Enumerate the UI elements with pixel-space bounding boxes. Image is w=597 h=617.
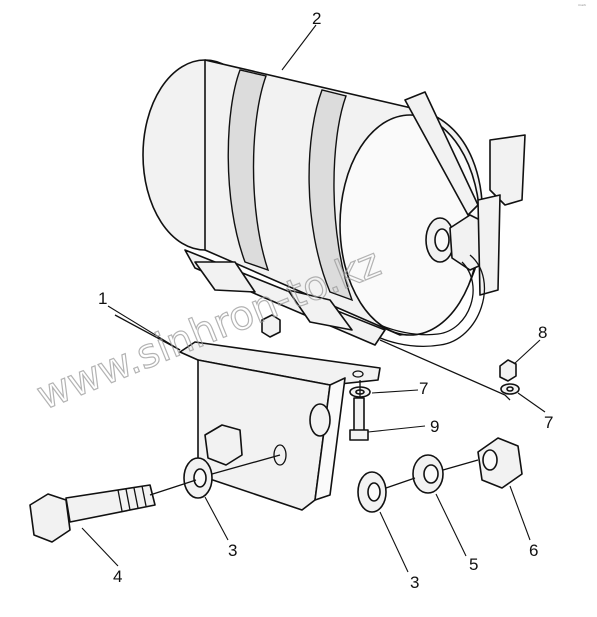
callout-4: 4 [113,567,122,586]
bracket-hole-right [273,444,287,466]
bracket-side-face [314,377,346,501]
valve-stem [477,194,501,296]
leader-3a [204,496,229,541]
hose-loop [369,254,486,347]
hose-loop-inner [379,261,474,336]
bolt-4-thread [117,485,147,512]
screw-9-shank [353,397,365,433]
screw-9 [349,397,369,441]
cradle-bracket-left [194,261,256,293]
leader-1 [107,305,181,351]
leader-4 [81,527,119,567]
washer-3-left [183,457,213,499]
callout-2: 2 [312,9,321,28]
callout-1: 1 [98,289,107,308]
leader-9 [367,425,426,433]
axis-nut-line [385,459,479,489]
nut-6-hole [482,449,498,471]
bracket-bush [309,403,331,437]
leader-7a [371,389,419,394]
callout-5: 5 [469,555,478,574]
leader-8 [513,339,541,365]
washer-7-right-hole [506,386,514,392]
leader-2 [281,24,317,71]
callout-8: 8 [538,323,547,342]
leader-5 [435,493,467,557]
leader-7b [517,392,546,413]
lock-washer-5-hole [423,464,439,484]
bracket-bolt-head [204,424,243,466]
axis-bolt-line-2 [211,454,281,475]
valve-trigger [489,134,526,206]
cradle-bracket-right [287,289,353,331]
leader-3b [379,511,409,573]
bolt-4-shank [65,484,156,523]
screw-9-head [349,429,369,441]
callout-7-right: 7 [544,413,553,432]
bolt-4-head [29,493,71,543]
leader-lines [81,24,546,573]
lock-washer-5 [412,454,444,494]
nut-6 [477,437,523,489]
washer-3-right [357,471,387,513]
bolt-4 [29,484,156,543]
axis-bolt-line [149,479,197,496]
mounting-bracket [179,341,381,511]
callout-6: 6 [529,541,538,560]
valve-neck-inner [434,228,450,252]
callout-9: 9 [430,417,439,436]
washer-3-left-hole [193,468,207,488]
cylinder-assembly [142,59,526,347]
clamp-band-left [227,69,270,272]
nut-8-body [499,359,517,382]
bracket-vertical-plate [197,359,331,511]
assembly-axes [114,314,511,496]
corner-mark: ᵐᵃʳᵏ [578,4,587,10]
callout-7-left: 7 [419,379,428,398]
nut-8 [499,359,517,382]
callout-3-right: 3 [410,573,419,592]
axis-right-line [379,339,511,401]
axis-bracket-line [114,314,181,351]
cradle-mount-nut [261,314,281,338]
washer-7-right [500,383,520,395]
leader-6 [509,485,531,541]
bracket-top-hole [352,370,364,378]
washer-3-right-hole [367,482,381,502]
callout-3-left: 3 [228,541,237,560]
clamp-band-right [308,89,354,302]
callout-labels: 1 2 3 3 4 5 6 7 7 8 9 [98,9,553,592]
